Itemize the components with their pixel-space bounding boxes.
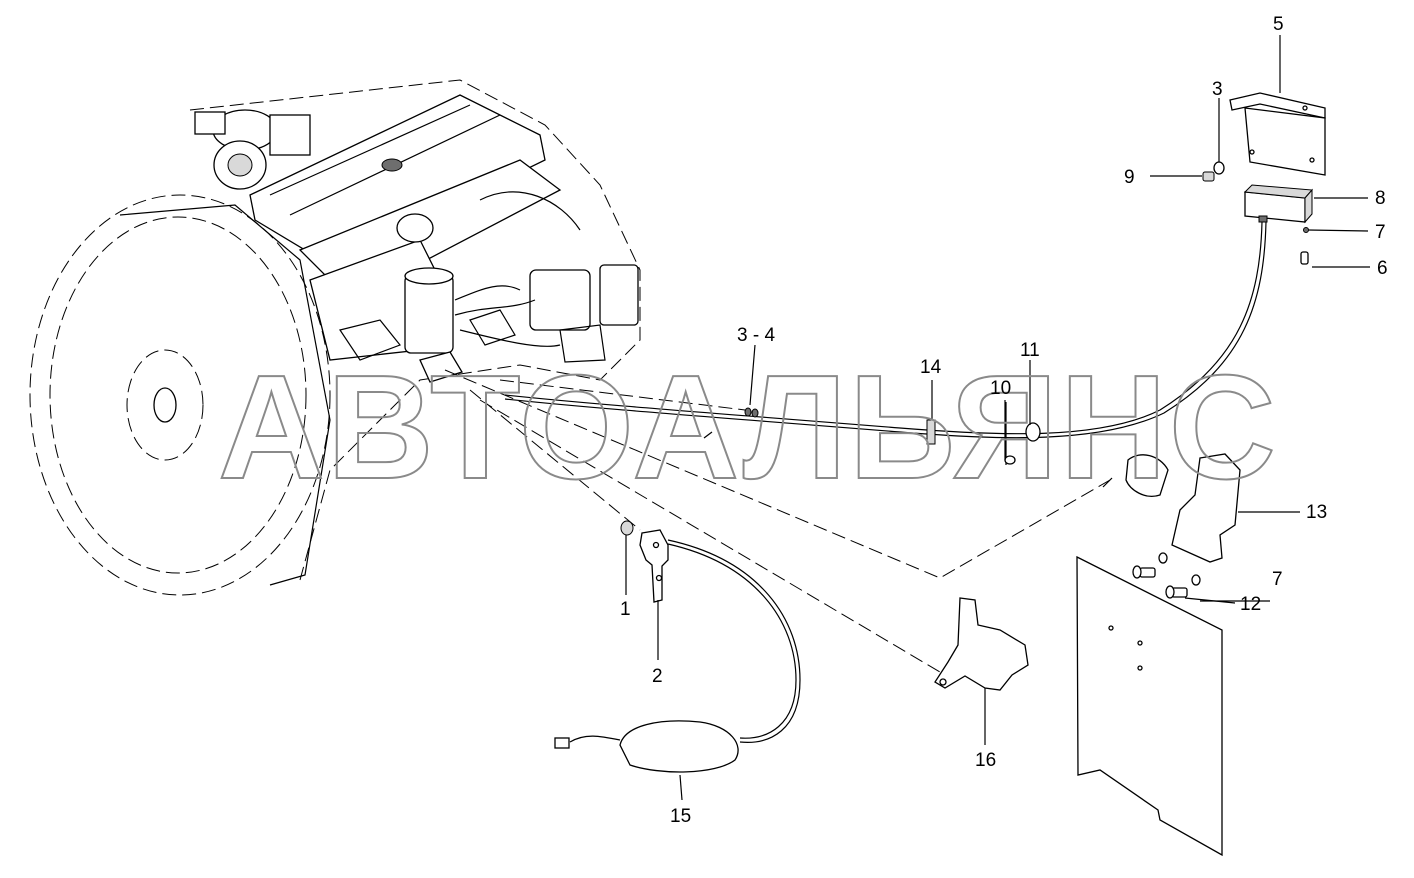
washer-3-4b [751,408,759,418]
cable-clip [926,419,936,445]
assembly-lines [444,369,1111,676]
part-2-bracket [639,529,669,603]
callout-9: 9 [1124,167,1135,188]
engine-assembly [29,79,641,596]
callout-3: 3 [1212,79,1223,100]
callout-7-bottom: 7 [1272,569,1283,590]
callout-6: 6 [1377,258,1388,279]
clamp-11 [1025,422,1041,442]
cover-plate-hole-a [1108,625,1114,631]
callout-14: 14 [920,357,942,378]
callout-15: 15 [670,806,691,827]
callout-labels: 1 2 3 3 - 4 5 6 7 7 8 9 10 11 12 13 14 1… [620,14,1388,827]
fastener-13 [1102,477,1113,488]
washer-3-4a [744,407,752,417]
leader-lines [625,35,1370,801]
part-8-relay-box [1243,184,1314,224]
part-13-shield [1171,453,1241,563]
sensor-cable-b [504,221,1267,439]
flywheel-hub [126,349,204,461]
cover-plate-hole-c [1137,665,1143,671]
module-connector [554,737,570,749]
part-15-module [619,720,739,773]
callout-7-top: 7 [1375,222,1386,243]
bolts-12 [1132,552,1201,599]
callout-8: 8 [1375,188,1386,209]
washer-7-top [1303,227,1309,233]
fuel-filter-top [404,267,454,285]
cylinder-head [249,94,546,266]
callout-13: 13 [1306,502,1327,523]
harness-cable [667,539,801,743]
callout-3-4: 3 - 4 [737,325,775,346]
callout-16: 16 [975,750,996,771]
engine-pipes [454,191,581,347]
sensor-bracket-engine [419,351,463,383]
module-lead [569,735,621,743]
small-pin [703,431,713,439]
engine-block-outline [189,79,641,581]
callout-11: 11 [1020,340,1040,361]
oil-filler-cap [381,158,403,172]
part-16-bracket [934,597,1029,691]
sensor-cable [504,221,1263,435]
pipe-elbow [396,213,434,243]
watermark-text: АВТОАЛЬЯНС [218,345,1278,510]
callout-1: 1 [620,599,631,620]
flywheel-center [153,387,177,423]
flywheel-rim [119,204,331,586]
pin-6 [1300,251,1309,265]
cover-plate [1076,555,1223,857]
nut-1 [620,520,634,536]
flywheel-housing-inner [49,216,307,574]
bracket-hole-a [652,541,660,549]
fuel-filter [404,274,454,354]
callout-12: 12 [1240,594,1261,615]
bracket-hole-b [655,574,663,582]
generator [599,264,639,326]
callout-2: 2 [652,666,663,687]
starter-motor [529,269,591,331]
bolt-9 [1202,171,1215,182]
bracket-16-hole [939,678,947,686]
part-13-mount [1125,454,1169,497]
turbocharger [194,109,311,190]
callout-10: 10 [990,378,1011,399]
harness-cable-b [667,543,797,739]
flywheel-housing-outline [29,194,331,596]
part-5-bracket [1229,92,1326,176]
cover-plate-hole-b [1137,640,1143,646]
engine-details [339,309,606,363]
callout-5: 5 [1273,14,1284,35]
washer-3 [1213,161,1225,175]
